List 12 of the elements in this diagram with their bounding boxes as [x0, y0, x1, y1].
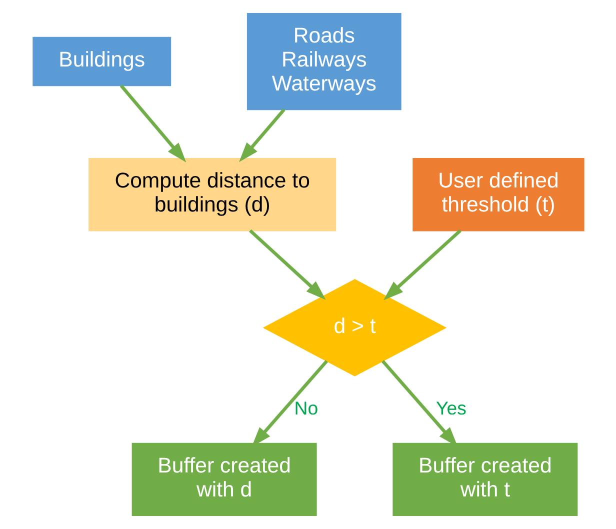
arrow — [382, 229, 461, 300]
arrow — [248, 229, 326, 300]
arrow — [238, 108, 285, 162]
node-box: User defined threshold (t) — [412, 158, 584, 232]
arrow — [119, 84, 186, 162]
edge-label: Yes — [436, 398, 466, 418]
node-box: Buffer created with t — [392, 442, 578, 516]
node-box: Buffer created with d — [131, 442, 316, 516]
node-box: Compute distance to buildings (d) — [88, 158, 336, 232]
edge-label: No — [294, 398, 318, 418]
node-box: Buildings — [32, 36, 171, 86]
node-box: Roads Railways Waterways — [246, 12, 401, 110]
